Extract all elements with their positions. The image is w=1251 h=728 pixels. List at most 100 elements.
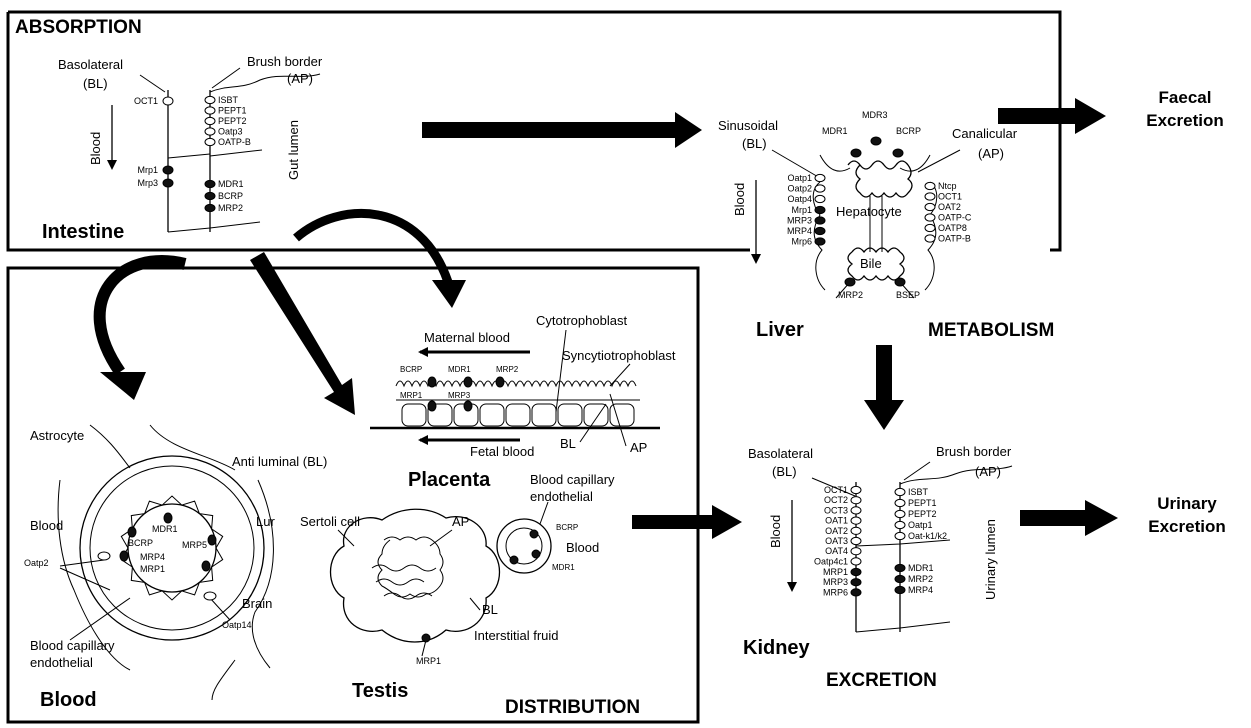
bbb-oatp2-label: Oatp2: [24, 558, 49, 568]
intestine-efflux-label-0: MDR1: [218, 179, 244, 189]
intestine-lumen-label: Gut lumen: [286, 120, 301, 180]
bbb-oatp14-oval: [203, 591, 217, 601]
bbb-capillary-label-2: endothelial: [30, 655, 93, 670]
testis-mdr1: [531, 549, 541, 559]
intestine-left-transporter-1: Mrp1: [137, 165, 158, 175]
arrow-metabolism-to-kidney: [864, 345, 904, 430]
bbb-mrp1: [201, 560, 211, 572]
liver-top-transporter-1: MDR1: [822, 126, 848, 136]
liver-right-oval-4: [924, 223, 936, 233]
placenta-top-transporter-0: BCRP: [400, 365, 422, 374]
kidney-brush-border-label: Brush border: [936, 444, 1012, 459]
kidney-efflux-oval-2: [894, 585, 906, 595]
bbb-transporter-4: MRP1: [140, 564, 165, 574]
bbb-villi: [120, 495, 224, 601]
kidney-junction-bottom: [855, 621, 951, 633]
bbb-astrocyte-outline: [57, 424, 274, 701]
intestine-mrp3: [162, 178, 174, 188]
kidney-left-open-label-4: OAT2: [825, 526, 848, 536]
bbb-mdr1: [163, 512, 173, 524]
kidney-uptake-label-3: Oatp1: [908, 520, 933, 530]
liver-mrp2: [844, 277, 856, 287]
kidney-uptake-label-1: PEPT1: [908, 498, 937, 508]
intestine-efflux-label-2: MRP2: [218, 203, 243, 213]
kidney-junction-mid: [855, 539, 951, 547]
intestine-uptake-label-2: PEPT2: [218, 116, 247, 126]
placenta-cytotrophoblast-label: Cytotrophoblast: [536, 313, 627, 328]
testis-capillary-inner: [505, 527, 543, 565]
placenta-cell-8: [609, 403, 635, 427]
bbb-mrp4: [119, 550, 129, 562]
intestine-ap-pointer: [211, 67, 241, 89]
intestine-brush-border: [209, 73, 321, 93]
bbb-brain-label: Brain: [242, 596, 272, 611]
placenta-top-transporter-2: MRP2: [496, 365, 519, 374]
kidney-left-open-label-0: OCT1: [824, 485, 848, 495]
kidney-uptake-oval-1: [894, 498, 906, 508]
placenta-diagram: Maternal blood Cytotrophoblast Syncytiot…: [370, 313, 676, 459]
kidney-uptake-oval-2: [894, 509, 906, 519]
kidney-bl-label: (BL): [772, 464, 797, 479]
liver-left-filled-oval-2: [814, 226, 826, 236]
placenta-bottom-transporter-1: MRP3: [448, 391, 471, 400]
intestine-label: Intestine: [42, 221, 124, 243]
liver-left-filled-label-3: Mrp6: [791, 237, 812, 247]
distribution-box: [6, 266, 700, 724]
placenta-cyto-pointer: [555, 329, 567, 413]
liver-right-label-4: OATP8: [938, 223, 967, 233]
testis-capillary-pointer: [539, 501, 549, 525]
placenta-maternal-blood-label: Maternal blood: [424, 330, 510, 345]
liver-right-oval-5: [924, 234, 936, 243]
kidney-left-transporters: OCT1OCT2OCT3OAT1OAT2OAT3OAT4Oatp4c1MRP1M…: [814, 485, 862, 597]
intestine-ap-label: (AP): [287, 71, 313, 86]
liver-blood-label: Blood: [732, 183, 747, 216]
faecal-excretion-label-2: Excretion: [1146, 111, 1223, 130]
placenta-ap-pointer: [609, 393, 627, 447]
liver-ap-label: (AP): [978, 146, 1004, 161]
placenta-label: Placenta: [408, 469, 491, 491]
intestine-junction-bottom: [167, 221, 261, 233]
liver-ap-pointer: [917, 149, 961, 173]
kidney-efflux-oval-1: [894, 574, 906, 584]
kidney-left-open-oval-6: [850, 547, 862, 556]
bbb-transporter-1: BCRP: [128, 538, 153, 548]
kidney-left-open-oval-7: [850, 557, 862, 566]
liver-mdr1: [850, 148, 862, 158]
liver-bcrp: [892, 148, 904, 158]
intestine-blood-label: Blood: [88, 132, 103, 165]
intestine-left-transporter-0: OCT1: [134, 96, 158, 106]
placenta-ap-label: AP: [630, 440, 647, 455]
placenta-villi-surface: [395, 380, 637, 388]
liver-left-open-oval-0: [814, 173, 826, 183]
placenta-bcrp: [427, 376, 437, 388]
bbb-anti-luminal-label: Anti luminal (BL): [232, 454, 327, 469]
testis-tubule-outline: [330, 508, 500, 643]
intestine-lumen-line: [209, 149, 263, 157]
testis-blood-label: Blood: [566, 540, 599, 555]
arrow-kidney-to-urinary: [1020, 500, 1118, 536]
intestine-basolateral-label: Basolateral: [58, 57, 123, 72]
placenta-mrp2: [495, 376, 505, 388]
blood-brain-diagram: Astrocyte Anti luminal (BL) Lur Blood Br…: [24, 424, 327, 701]
testis-ap-pointer: [429, 529, 453, 547]
placenta-bottom-transporter-0: MRP1: [400, 391, 423, 400]
liver-bile-label: Bile: [860, 256, 882, 271]
placenta-top-transporter-1: MDR1: [448, 365, 471, 374]
testis-sertoli-pointer: [337, 529, 355, 547]
bbb-transporter-0: MDR1: [152, 524, 178, 534]
liver-bl-label: (BL): [742, 136, 767, 151]
bbb-capillary-label: Blood capillary: [30, 638, 115, 653]
kidney-left-open-oval-5: [850, 536, 862, 546]
liver-left-open-oval-1: [814, 184, 826, 193]
bbb-oatp2-pointer-2: [59, 567, 111, 591]
bbb-inner-ring: [89, 465, 255, 631]
arrow-intestine-to-testis: [250, 252, 355, 415]
bbb-transporter-2: MRP5: [182, 540, 207, 550]
testis-mrp1: [421, 633, 431, 643]
kidney-uptake-oval-0: [894, 487, 906, 497]
kidney-left-filled-oval-0: [850, 567, 862, 577]
kidney-left-filled-oval-1: [850, 578, 862, 587]
urinary-excretion-label: Urinary: [1157, 494, 1217, 513]
blood-organ-label: Blood: [40, 689, 97, 711]
liver-bl-pointer: [771, 149, 821, 179]
